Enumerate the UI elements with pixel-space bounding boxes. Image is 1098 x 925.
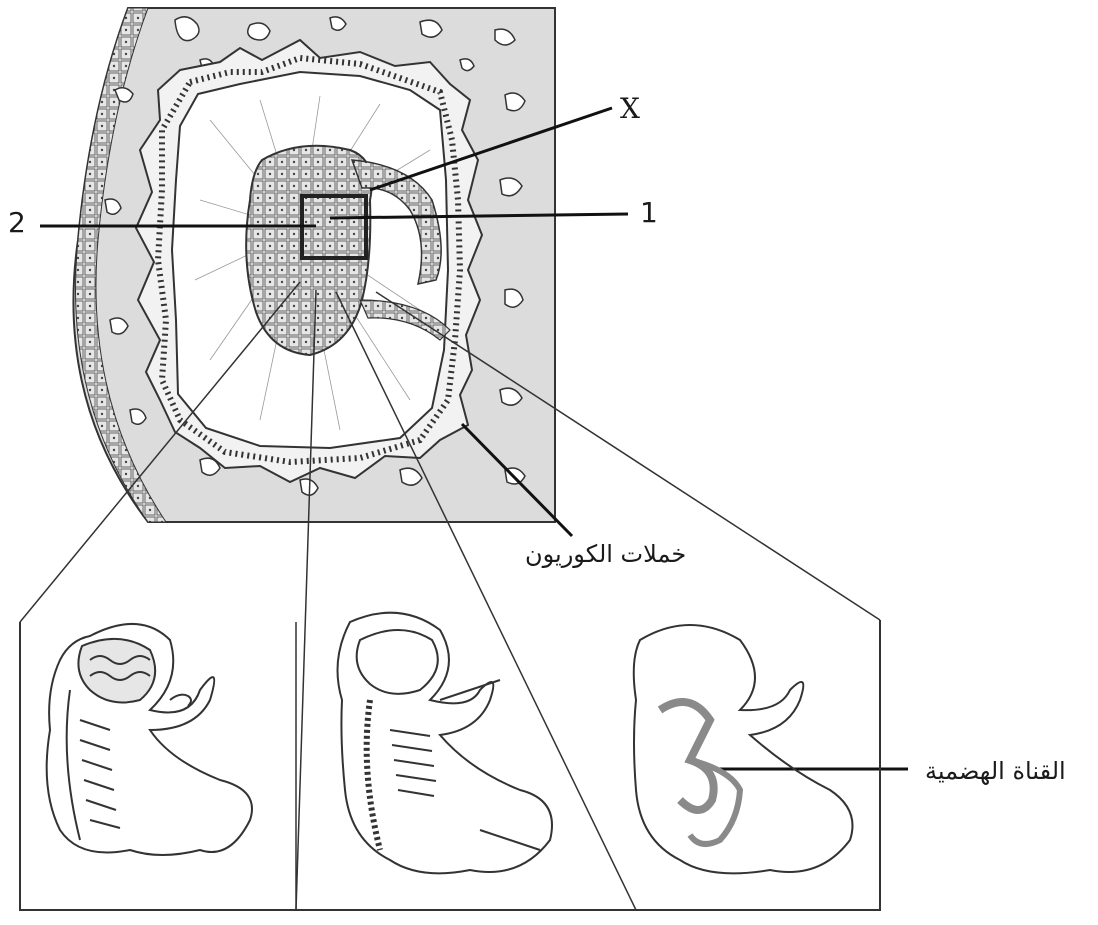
fetus-skeleton <box>338 613 553 874</box>
label-digestive-tract: القناة الهضمية <box>925 757 1066 785</box>
label-chorionic-villi: خملات الكوريون <box>525 540 686 568</box>
label-2: 2 <box>8 206 26 239</box>
label-1: 1 <box>640 196 658 229</box>
fetus-panel <box>20 613 880 910</box>
fetus-nervous-system <box>47 624 252 855</box>
fetus-digestive-tract <box>634 625 853 873</box>
label-x: X <box>620 92 640 125</box>
